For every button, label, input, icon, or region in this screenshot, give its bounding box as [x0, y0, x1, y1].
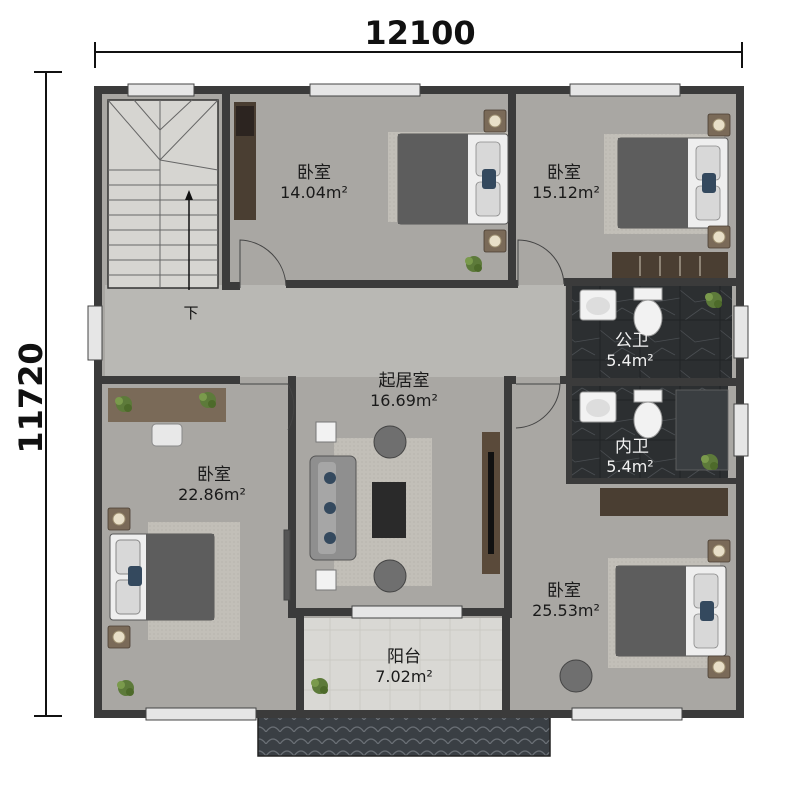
bedroom-top-right-furniture: [604, 113, 731, 278]
room-name: 起居室: [379, 371, 430, 391]
roof-tiles: [257, 715, 551, 757]
room-name: 卧室: [297, 163, 331, 183]
room-name: 内卫: [615, 437, 649, 457]
room-name: 卧室: [547, 163, 581, 183]
dimension-left: 11720: [12, 71, 62, 717]
room-area: 22.86m²: [178, 485, 246, 504]
door-swings: [239, 239, 565, 601]
arrow-up-icon: [185, 190, 193, 200]
room-area: 7.02m²: [375, 667, 433, 686]
room-label-bedroom-top-left: 卧室 14.04m²: [280, 163, 348, 202]
room-label-balcony: 阳台 7.02m²: [375, 647, 433, 686]
room-label-bedroom-bottom-right: 卧室 25.53m²: [532, 581, 600, 620]
public-bathroom-fixtures: [579, 287, 722, 337]
room-area: 5.4m²: [606, 457, 653, 476]
windows: [87, 83, 749, 721]
room-name: 阳台: [387, 647, 421, 667]
hallway-floor: [105, 285, 565, 377]
room-area: 16.69m²: [370, 391, 438, 410]
stair-label: 下: [183, 304, 198, 322]
living-room-furniture: [309, 421, 500, 593]
room-label-bedroom-top-right: 卧室 15.12m²: [532, 163, 600, 202]
width-dimension-label: 12100: [364, 14, 475, 52]
room-area: 5.4m²: [606, 351, 653, 370]
room-label-bedroom-left: 卧室 22.86m²: [178, 465, 246, 504]
room-area: 25.53m²: [532, 601, 600, 620]
dimension-top: 12100: [94, 14, 743, 68]
room-label-living-room: 起居室 16.69m²: [370, 371, 438, 410]
room-label-ensuite-bathroom: 内卫 5.4m²: [606, 437, 653, 476]
room-area: 15.12m²: [532, 183, 600, 202]
room-name: 卧室: [547, 581, 581, 601]
bedroom-left-furniture: [107, 388, 240, 696]
room-area: 14.04m²: [280, 183, 348, 202]
room-name: 公卫: [615, 331, 649, 351]
bedroom-bottom-right-furniture: [559, 488, 731, 693]
room-name: 卧室: [197, 465, 231, 485]
ensuite-bathroom-fixtures: [579, 389, 729, 471]
room-label-public-bathroom: 公卫 5.4m²: [606, 331, 653, 370]
bedroom-top-left-furniture: [234, 102, 509, 272]
staircase: 下: [107, 99, 219, 322]
balcony-floor: [304, 618, 502, 712]
height-dimension-label: 11720: [12, 342, 50, 453]
